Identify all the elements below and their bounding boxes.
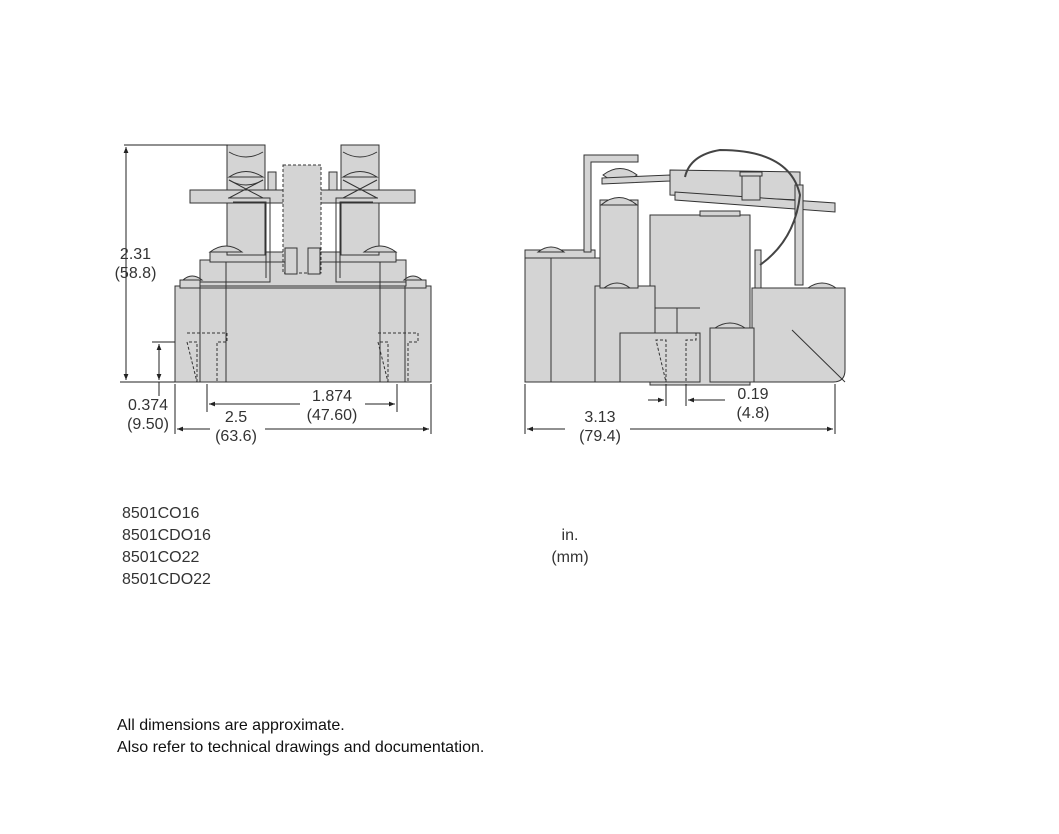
height-dimension-label: 2.31 (58.8) bbox=[108, 245, 163, 283]
model-item: 8501CDO16 bbox=[122, 527, 211, 544]
pin-height-mm: (9.50) bbox=[127, 416, 169, 433]
model-item: 8501CDO22 bbox=[122, 571, 211, 588]
height-in: 2.31 bbox=[119, 246, 152, 263]
terminal-spacing-dimension-label: 1.874 (47.60) bbox=[300, 387, 364, 425]
pin-height-in: 0.374 bbox=[127, 397, 169, 414]
width-in: 2.5 bbox=[224, 409, 248, 426]
terminal-spacing-mm: (47.60) bbox=[306, 407, 358, 424]
height-mm: (58.8) bbox=[114, 265, 157, 282]
length-in: 3.13 bbox=[584, 409, 616, 426]
unit-secondary: (mm) bbox=[551, 549, 589, 566]
width-mm: (63.6) bbox=[215, 428, 257, 445]
model-item: 8501CO16 bbox=[122, 505, 200, 522]
note-line: All dimensions are approximate. bbox=[117, 717, 345, 734]
width-dimension-label: 2.5 (63.6) bbox=[208, 408, 264, 446]
side-view-dimensions bbox=[524, 384, 836, 434]
pin-width-in: 0.19 bbox=[737, 386, 769, 403]
side-view bbox=[524, 148, 846, 386]
model-item: 8501CO22 bbox=[122, 549, 200, 566]
terminal-spacing-in: 1.874 bbox=[311, 388, 353, 405]
pin-height-dimension-label: 0.374 (9.50) bbox=[120, 396, 176, 434]
length-dimension-label: 3.13 (79.4) bbox=[570, 408, 630, 446]
pin-width-dimension-label: 0.19 (4.8) bbox=[727, 385, 779, 423]
unit-primary: in. bbox=[561, 527, 579, 544]
notes: All dimensions are approximate. Also ref… bbox=[117, 715, 484, 759]
model-list: 8501CO16 8501CDO16 8501CO22 8501CDO22 bbox=[122, 503, 211, 591]
front-view bbox=[174, 144, 432, 383]
pin-width-mm: (4.8) bbox=[736, 405, 770, 422]
units-legend: in. (mm) bbox=[546, 525, 594, 569]
note-line: Also refer to technical drawings and doc… bbox=[117, 739, 485, 756]
length-mm: (79.4) bbox=[579, 428, 621, 445]
front-view-dimensions bbox=[120, 144, 432, 434]
